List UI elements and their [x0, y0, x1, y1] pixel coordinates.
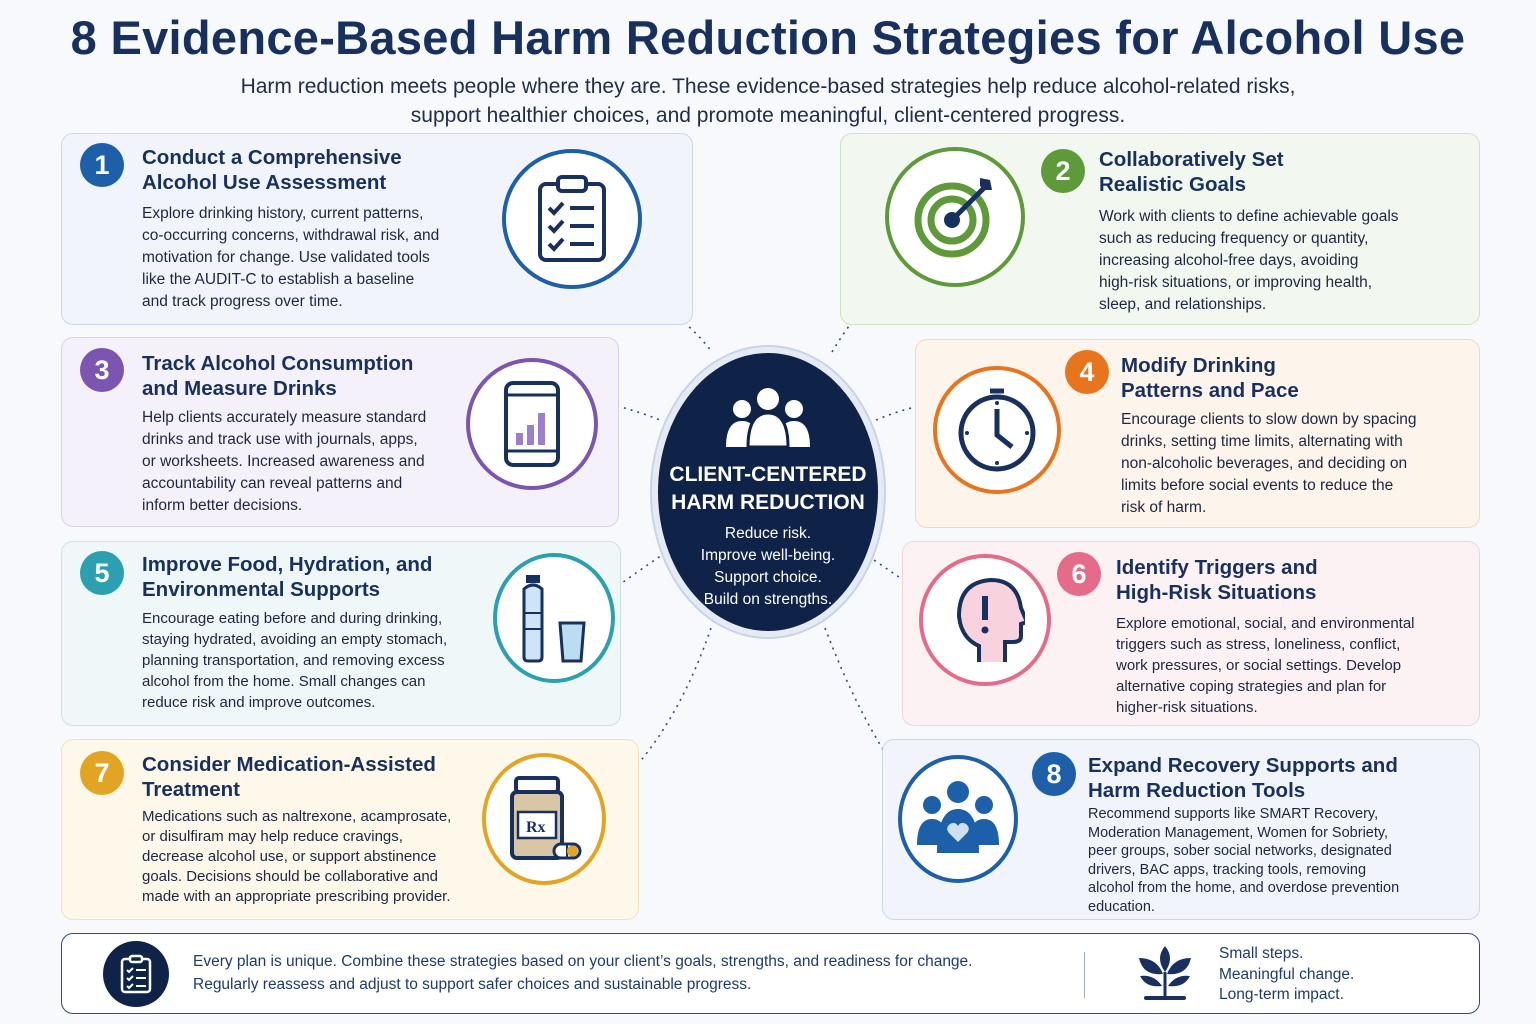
step-number-badge: 3: [80, 348, 124, 392]
footer-banner: Every plan is unique. Combine these stra…: [61, 933, 1480, 1014]
strategy-card-1: 1 Conduct a Comprehensive Alcohol Use As…: [61, 133, 693, 325]
footer-slogan: Small steps. Meaningful change. Long-ter…: [1219, 945, 1355, 1003]
step-number-badge: 6: [1057, 552, 1101, 596]
step-number-badge: 5: [80, 551, 124, 595]
strategy-card-2: 2 Collaboratively Set Realistic Goals Wo…: [840, 133, 1480, 325]
strategy-description: Explore drinking history, current patter…: [142, 205, 440, 310]
clock-icon: [933, 366, 1061, 494]
strategy-title: Identify Triggers and High-Risk Situatio…: [1116, 556, 1318, 604]
clipboard-checklist-icon: [502, 149, 642, 289]
strategy-description: Work with clients to define achievable g…: [1099, 208, 1399, 313]
strategy-card-3: 3 Track Alcohol Consumption and Measure …: [61, 337, 619, 527]
rx-label: Rx: [526, 819, 546, 836]
step-number-badge: 7: [80, 751, 124, 795]
strategy-title: Expand Recovery Supports and Harm Reduct…: [1088, 754, 1398, 802]
strategy-description: Medications such as naltrexone, acampros…: [142, 808, 452, 905]
strategy-title: Track Alcohol Consumption and Measure Dr…: [142, 352, 414, 400]
sprout-icon: [1139, 946, 1191, 1000]
people-group-icon: [726, 388, 810, 449]
step-number-badge: 1: [80, 143, 124, 187]
strategy-description: Help clients accurately measure standard…: [142, 409, 427, 514]
footer-message: Every plan is unique. Combine these stra…: [193, 953, 973, 993]
strategy-title: Collaboratively Set Realistic Goals: [1099, 148, 1284, 196]
strategy-card-6: 6 Identify Triggers and High-Risk Situat…: [902, 541, 1480, 726]
strategy-title: Modify Drinking Patterns and Pace: [1121, 354, 1299, 402]
hub-title: CLIENT-CENTERED HARM REDUCTION: [669, 463, 867, 514]
page-title: 8 Evidence-Based Harm Reduction Strategi…: [70, 11, 1466, 64]
strategy-card-5: 5 Improve Food, Hydration, and Environme…: [61, 541, 621, 726]
hub-tagline: Reduce risk. Improve well-being. Support…: [700, 525, 836, 608]
step-number-badge: 4: [1065, 350, 1109, 394]
strategy-description: Encourage eating before and during drink…: [142, 610, 448, 711]
strategy-title: Improve Food, Hydration, and Environment…: [142, 553, 433, 601]
phone-chart-icon: [466, 358, 598, 490]
water-bottle-icon: [493, 553, 615, 683]
strategy-card-4: 4 Modify Drinking Patterns and Pace Enco…: [915, 339, 1480, 528]
strategy-title: Consider Medication-Assisted Treatment: [142, 753, 436, 801]
strategy-card-8: 8 Expand Recovery Supports and Harm Redu…: [882, 739, 1480, 920]
client-centered-hub: CLIENT-CENTERED HARM REDUCTION Reduce ri…: [652, 347, 884, 637]
clipboard-icon: [103, 941, 169, 1007]
strategy-description: Encourage clients to slow down by spacin…: [1121, 411, 1417, 516]
pill-bottle-icon: Rx: [482, 753, 606, 885]
page-subtitle: Harm reduction meets people where they a…: [240, 75, 1296, 127]
footer-divider: [1084, 952, 1085, 998]
strategy-description: Recommend supports like SMART Recovery, …: [1088, 806, 1400, 915]
target-icon: [885, 147, 1025, 287]
head-alert-icon: [919, 554, 1051, 686]
strategy-card-7: 7 Consider Medication-Assisted Treatment…: [61, 739, 639, 920]
step-number-badge: 8: [1032, 752, 1076, 796]
support-group-icon: [898, 755, 1018, 883]
step-number-badge: 2: [1041, 149, 1085, 193]
strategy-description: Explore emotional, social, and environme…: [1116, 615, 1415, 716]
strategy-title: Conduct a Comprehensive Alcohol Use Asse…: [142, 146, 402, 194]
